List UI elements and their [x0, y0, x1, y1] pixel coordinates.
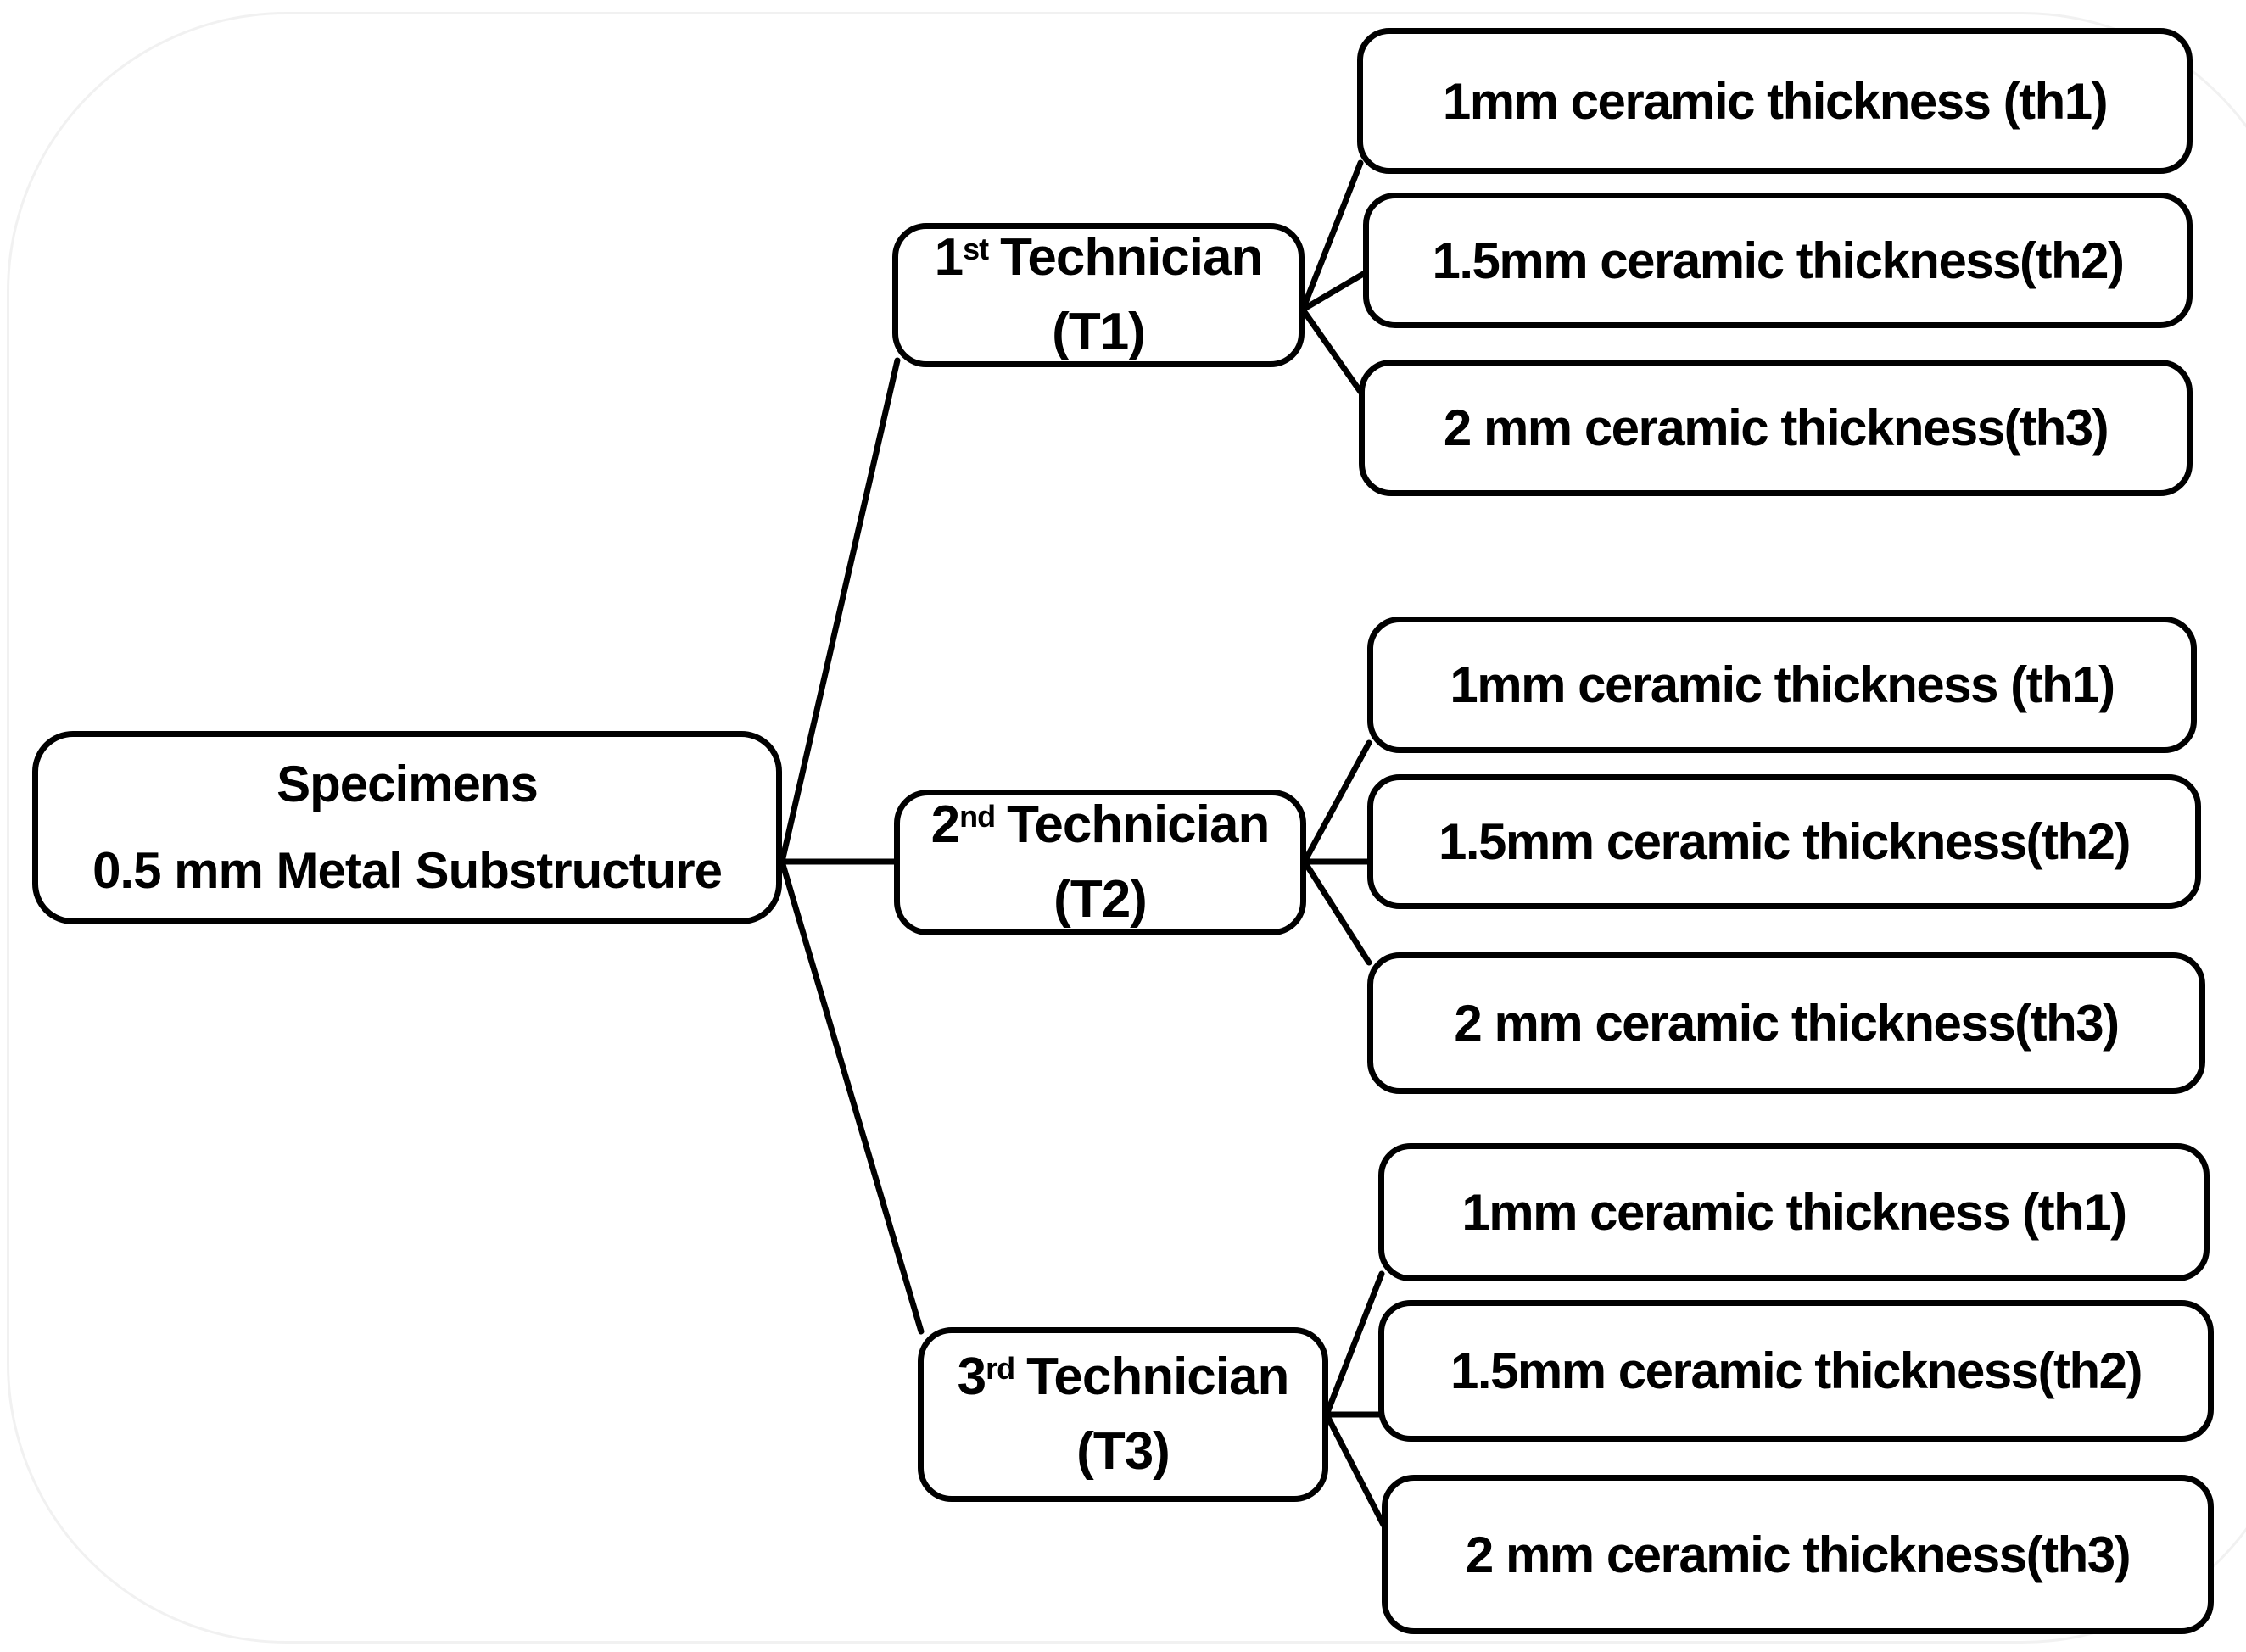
technician-t1-code: (T1) [1052, 303, 1146, 361]
leaf-node-t1-th3: 2 mm ceramic thickness(th3) [1359, 360, 2193, 496]
technician-t2-ordinal-suffix: nd [959, 799, 996, 834]
technician-t2-title: 2nd Technician [930, 788, 1271, 862]
connector-t3-th3 [1323, 1411, 1387, 1528]
root-subtitle: 0.5 mm Metal Substructure [92, 842, 723, 899]
leaf-node-t3-th1: 1mm ceramic thickness (th1) [1378, 1143, 2210, 1281]
root-title: Specimens [277, 756, 539, 812]
background-watermark-curve [7, 12, 2246, 1644]
leaf-node-t1-th1: 1mm ceramic thickness (th1) [1357, 28, 2193, 174]
technician-t2-role: Technician [1007, 795, 1270, 854]
connector-root-t1 [779, 357, 901, 865]
technician-t1-ordinal: 1 [934, 228, 964, 287]
technician-t1-role: Technician [1000, 228, 1263, 287]
connector-root-t3 [779, 858, 925, 1335]
leaf-node-t2-th1: 1mm ceramic thickness (th1) [1367, 617, 2197, 753]
connector-t2-th1 [1301, 739, 1372, 865]
technician-t2-ordinal: 2 [930, 795, 960, 854]
technician-t1-title: 1st Technician [934, 220, 1264, 295]
technician-node-t3: 3rd Technician (T3) [918, 1327, 1328, 1502]
technician-node-t2: 2nd Technician (T2) [894, 790, 1306, 935]
connector-t3-th1 [1323, 1270, 1385, 1418]
connector-t1-th2 [1299, 270, 1368, 313]
leaf-node-t2-th3: 2 mm ceramic thickness(th3) [1367, 952, 2205, 1094]
connector-t2-th3 [1301, 858, 1372, 966]
technician-t1-ordinal-suffix: st [963, 232, 989, 267]
technician-t3-title: 3rd Technician [957, 1340, 1290, 1415]
root-node-specimens: Specimens 0.5 mm Metal Substructure [32, 731, 782, 924]
technician-t3-ordinal-suffix: rd [986, 1351, 1015, 1387]
technician-t2-code: (T2) [1053, 870, 1148, 929]
leaf-node-t3-th2: 1.5mm ceramic thickness(th2) [1378, 1300, 2214, 1442]
leaf-node-t1-th2: 1.5mm ceramic thickness(th2) [1363, 193, 2193, 328]
technician-t3-code: (T3) [1076, 1422, 1170, 1481]
leaf-node-t3-th3: 2 mm ceramic thickness(th3) [1382, 1475, 2214, 1634]
technician-t3-role: Technician [1026, 1348, 1289, 1406]
technician-node-t1: 1st Technician (T1) [892, 223, 1305, 367]
connector-t1-th3 [1299, 306, 1364, 395]
connector-t1-th1 [1299, 159, 1364, 313]
leaf-node-t2-th2: 1.5mm ceramic thickness(th2) [1367, 774, 2201, 909]
technician-t3-ordinal: 3 [957, 1348, 986, 1406]
